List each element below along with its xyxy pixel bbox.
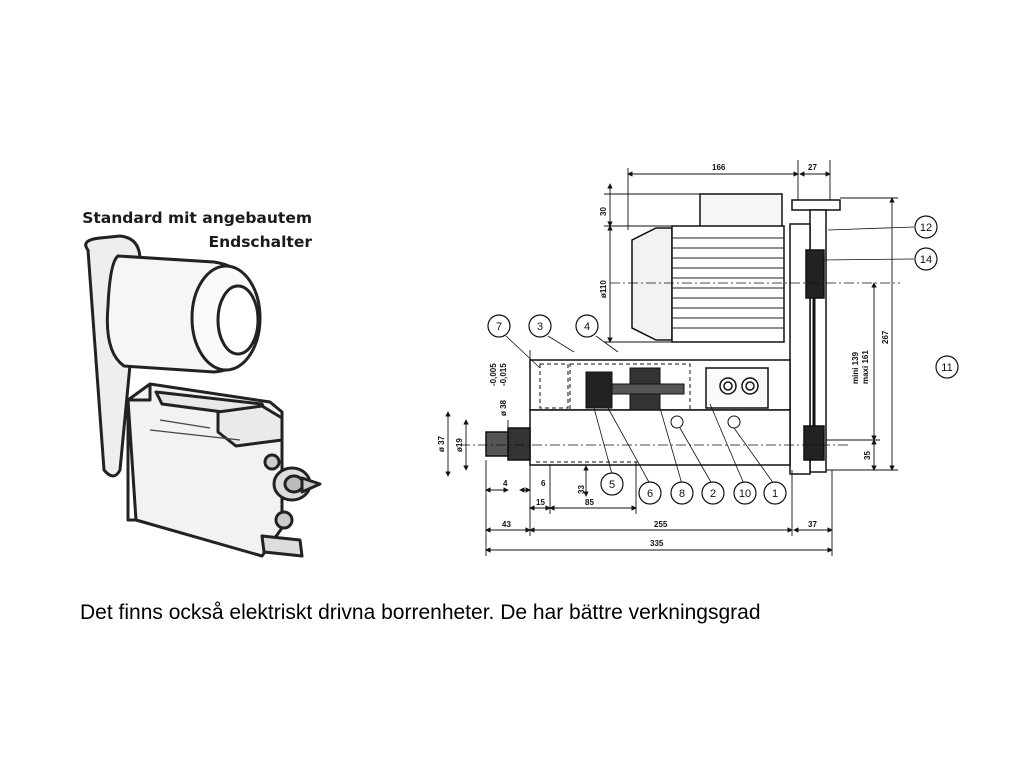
dim-255: 255 [654,520,668,529]
dim-30: 30 [599,207,608,216]
motor [631,193,785,343]
callout-circle-5 [600,472,624,496]
photo-caption: Standard mit angebautem Endschalter [82,206,312,254]
callout-1: 1 [772,488,778,500]
callout-circle-2 [701,481,725,505]
dimension-lines [445,160,898,556]
dim-15: 15 [536,498,545,507]
drilling-unit-photo [84,234,322,558]
dim-33: 33 [577,485,586,494]
dim-37-horizontal: 37 [808,520,817,529]
dim-19: ø19 [455,438,464,452]
callout-8: 8 [679,488,685,500]
callout-6: 6 [647,488,653,500]
spindle [460,282,900,461]
dim-267: 267 [881,330,890,344]
callout-5: 5 [609,479,615,491]
dim-85: 85 [585,498,594,507]
slide-body-text: Det finns också elektriskt drivna borren… [80,601,761,624]
dim-38: ø 38 [499,399,508,416]
belt-drive [789,199,841,475]
dim-166: 166 [712,163,726,172]
motor-fins [672,237,784,329]
dim-tol-lower: -0,015 [499,363,508,386]
callout-circle-1 [763,481,787,505]
callout-circle-3 [528,314,552,338]
callout-circle-14 [914,247,938,271]
callout-circle-4 [575,314,599,338]
dim-335: 335 [650,539,664,548]
callout-2: 2 [710,488,716,500]
callout-7: 7 [496,321,502,333]
dim-43: 43 [502,520,511,529]
photo-caption-line2: Endschalter [208,233,312,251]
callout-circle-7 [487,314,511,338]
callout-4: 4 [584,321,590,333]
dim-mini: mini 139 [851,351,860,384]
callout-12: 12 [920,222,932,234]
photo-caption-line1: Standard mit angebautem [82,209,312,227]
dim-maxi: maxi 161 [861,350,870,384]
dim-6: 6 [541,479,546,488]
callout-14: 14 [920,254,932,266]
dim-110: ø110 [599,280,608,298]
dim-27: 27 [808,163,817,172]
dim-4: 4 [503,479,508,488]
callout-circle-6 [638,481,662,505]
callout-circle-12 [914,215,938,239]
dim-35: 35 [863,451,872,460]
callout-10: 10 [739,488,751,500]
dim-tol-upper: -0,005 [489,363,498,386]
callout-circle-10 [733,481,757,505]
callout-3: 3 [537,321,543,333]
dim-37-vertical: ø 37 [437,435,446,452]
leader-lines [505,226,915,485]
callout-circle-8 [670,481,694,505]
callout-circle-11 [935,355,959,379]
callout-11: 11 [941,362,952,374]
gears [539,363,691,411]
screw [670,415,684,429]
